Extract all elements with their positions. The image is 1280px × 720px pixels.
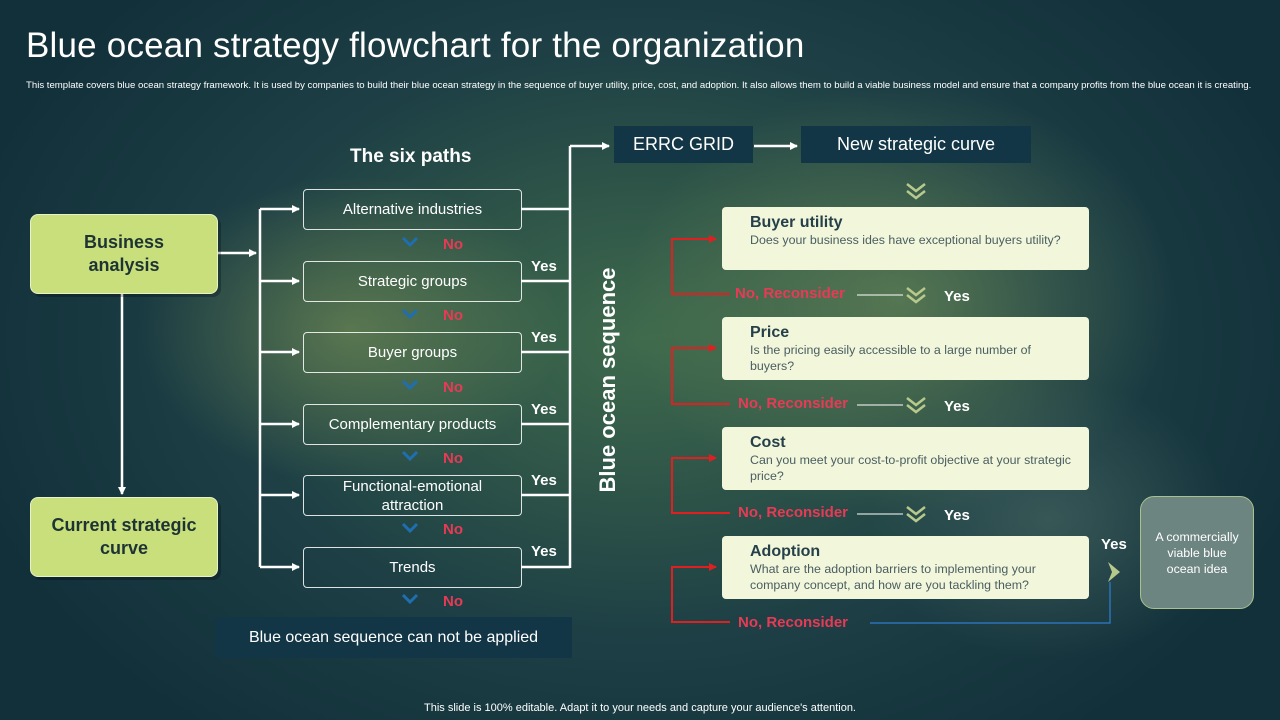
path-box: Trends bbox=[303, 547, 522, 588]
path-box: Buyer groups bbox=[303, 332, 522, 373]
page-description: This template covers blue ocean strategy… bbox=[26, 80, 1252, 91]
question-text: What are the adoption barriers to implem… bbox=[750, 562, 1036, 592]
question-box: Adoption What are the adoption barriers … bbox=[722, 536, 1089, 599]
yes-label: Yes bbox=[944, 398, 970, 415]
reconsider-label: No, Reconsider bbox=[738, 504, 849, 521]
not-applied-box: Blue ocean sequence can not be applied bbox=[215, 617, 572, 658]
no-label: No bbox=[443, 521, 463, 538]
current-strategic-curve-label: Current strategic curve bbox=[51, 515, 197, 558]
no-label: No bbox=[443, 593, 463, 610]
yes-label: Yes bbox=[1101, 536, 1127, 553]
question-text: Can you meet your cost-to-profit objecti… bbox=[750, 453, 1071, 483]
path-label: Strategic groups bbox=[357, 273, 468, 290]
current-strategic-curve-box: Current strategic curve bbox=[30, 497, 218, 577]
six-paths-heading: The six paths bbox=[350, 146, 472, 167]
final-outcome-label: A commercially viable blue ocean idea bbox=[1155, 529, 1239, 576]
question-title: Buyer utility bbox=[750, 214, 843, 231]
yes-label: Yes bbox=[531, 401, 557, 418]
no-label: No bbox=[443, 450, 463, 467]
reconsider-label: No, Reconsider bbox=[738, 395, 849, 412]
yes-label: Yes bbox=[944, 288, 970, 305]
footer-note: This slide is 100% editable. Adapt it to… bbox=[424, 702, 856, 714]
path-box: Strategic groups bbox=[303, 261, 522, 302]
new-strategic-curve-box: New strategic curve bbox=[801, 126, 1031, 163]
yes-label: Yes bbox=[531, 258, 557, 275]
no-label: No bbox=[443, 307, 463, 324]
question-text: Does your business ides have exceptional… bbox=[750, 233, 1061, 247]
question-title: Cost bbox=[750, 434, 786, 451]
question-text: Is the pricing easily accessible to a la… bbox=[750, 343, 1031, 373]
reconsider-label: No, Reconsider bbox=[738, 614, 849, 631]
path-label: Buyer groups bbox=[367, 344, 458, 361]
question-title: Adoption bbox=[750, 543, 821, 560]
question-title: Price bbox=[750, 324, 790, 341]
yes-label: Yes bbox=[531, 543, 557, 560]
business-analysis-box: Business analysis bbox=[30, 214, 218, 294]
blue-ocean-sequence-label: Blue ocean sequence bbox=[595, 267, 620, 493]
path-label: Alternative industries bbox=[342, 201, 483, 218]
no-label: No bbox=[443, 236, 463, 253]
path-box: Complementary products bbox=[303, 404, 522, 445]
question-box: Price Is the pricing easily accessible t… bbox=[722, 317, 1089, 380]
question-box: Buyer utility Does your business ides ha… bbox=[722, 207, 1089, 270]
errc-grid-box: ERRC GRID bbox=[614, 126, 753, 163]
yes-label: Yes bbox=[531, 329, 557, 346]
not-applied-label: Blue ocean sequence can not be applied bbox=[248, 628, 539, 646]
path-label: Complementary products bbox=[328, 416, 497, 433]
business-analysis-label: Business analysis bbox=[83, 232, 165, 275]
page-title: Blue ocean strategy flowchart for the or… bbox=[26, 26, 805, 65]
no-label: No bbox=[443, 379, 463, 396]
path-label: Trends bbox=[389, 559, 436, 576]
new-strategic-curve-label: New strategic curve bbox=[836, 134, 996, 154]
yes-label: Yes bbox=[531, 472, 557, 489]
question-box: Cost Can you meet your cost-to-profit ob… bbox=[722, 427, 1089, 490]
blue-chevrons bbox=[401, 236, 419, 605]
reconsider-label: No, Reconsider bbox=[735, 285, 846, 302]
yes-label: Yes bbox=[944, 507, 970, 524]
path-box: Alternative industries bbox=[303, 189, 522, 230]
final-outcome-box: A commercially viable blue ocean idea bbox=[1140, 496, 1254, 609]
down-chevrons bbox=[906, 183, 926, 523]
path-box: Functional-emotional attraction bbox=[303, 475, 522, 516]
path-label: Functional-emotional attraction bbox=[342, 477, 483, 514]
right-chevron-icon bbox=[1108, 562, 1120, 582]
errc-grid-label: ERRC GRID bbox=[632, 134, 734, 154]
